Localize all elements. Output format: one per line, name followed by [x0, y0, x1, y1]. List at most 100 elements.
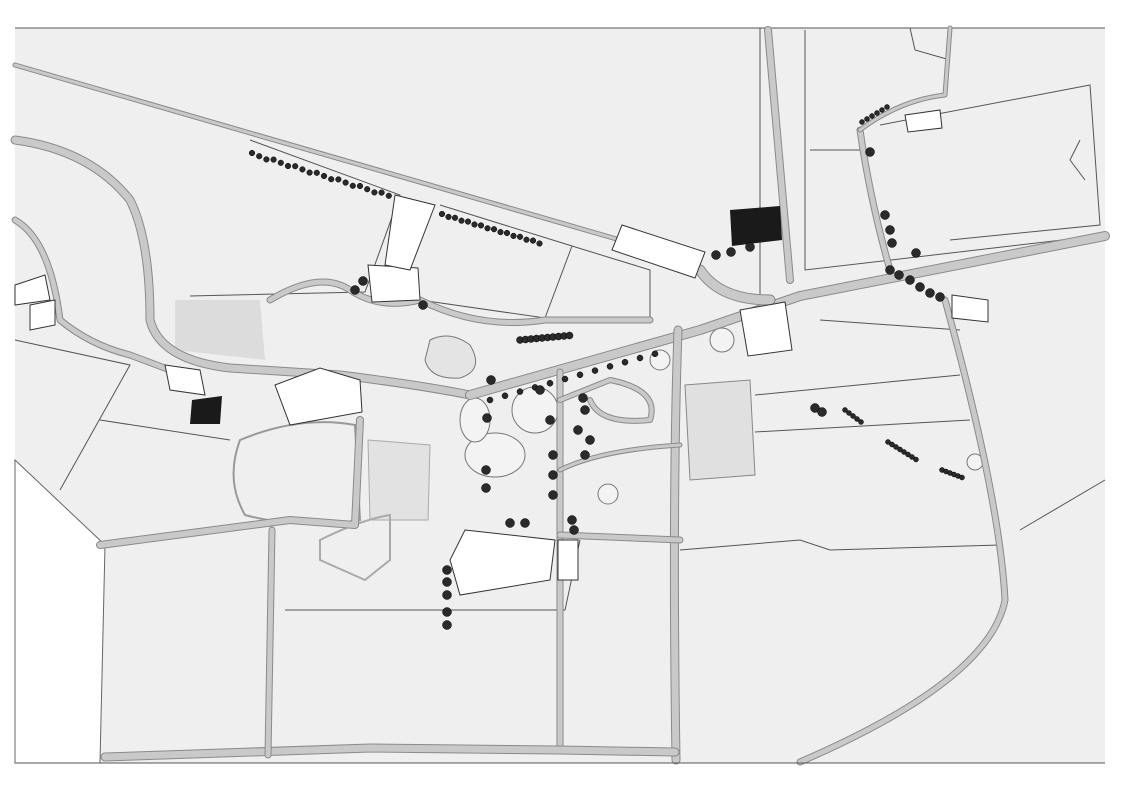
road: [11, 136, 474, 399]
tree: [520, 518, 530, 528]
solar-panels: [730, 206, 782, 246]
field-boundary: [804, 30, 1106, 271]
dark-shed: [190, 396, 222, 424]
tree: [885, 225, 895, 235]
tree: [464, 218, 472, 225]
roads: [10, 25, 1110, 766]
tree: [328, 176, 335, 183]
tree: [523, 236, 530, 243]
tree: [358, 276, 368, 286]
gazebo: [709, 327, 735, 353]
tree: [442, 607, 452, 617]
field-boundary: [819, 319, 961, 331]
tree: [869, 113, 875, 119]
tree: [503, 229, 511, 237]
field-boundaries: [14, 27, 1106, 611]
tree: [842, 407, 848, 413]
tree: [451, 214, 459, 221]
tree: [893, 444, 899, 450]
road: [670, 326, 682, 764]
gazebo: [597, 483, 619, 505]
road: [557, 532, 683, 543]
road: [265, 527, 275, 758]
tree: [854, 416, 860, 422]
tree: [477, 222, 485, 229]
tree: [889, 441, 895, 448]
tree: [505, 518, 515, 528]
tree: [418, 300, 428, 310]
tree: [510, 232, 517, 239]
tree: [905, 451, 911, 458]
tree: [378, 189, 385, 196]
tree: [606, 363, 614, 370]
house: [29, 299, 56, 331]
road: [12, 217, 173, 373]
tree: [335, 176, 342, 183]
house: [164, 364, 206, 396]
main-house: [367, 264, 421, 303]
tree: [561, 375, 569, 383]
tree: [501, 392, 509, 400]
tree: [935, 292, 945, 302]
tree: [364, 186, 371, 193]
tree: [884, 104, 890, 110]
tree: [651, 350, 659, 358]
tree: [859, 119, 865, 125]
tree: [481, 465, 491, 475]
tree: [636, 354, 644, 362]
ponds: [175, 300, 984, 582]
barn: [274, 367, 363, 426]
tree: [356, 182, 364, 190]
tree: [284, 162, 292, 170]
tree: [959, 474, 965, 481]
garden-bed: [557, 539, 579, 581]
tree: [438, 210, 446, 218]
tree: [576, 371, 584, 379]
tree: [497, 229, 504, 236]
tree: [320, 172, 328, 180]
barn: [739, 301, 793, 357]
field-boundary: [99, 419, 231, 441]
road: [558, 443, 682, 472]
tree: [248, 149, 256, 157]
tree: [885, 265, 895, 275]
road: [558, 378, 654, 423]
tree: [726, 247, 736, 257]
tree: [569, 525, 579, 535]
tree: [565, 331, 574, 340]
tree: [580, 405, 590, 415]
tree: [486, 396, 494, 404]
tree: [546, 379, 554, 387]
field-boundary: [754, 374, 961, 396]
tree: [885, 439, 891, 445]
tree: [858, 419, 864, 425]
tree: [817, 407, 827, 417]
tree: [350, 285, 360, 295]
road: [858, 26, 952, 132]
pond: [424, 335, 477, 379]
field-boundary: [754, 419, 971, 433]
tree: [909, 454, 915, 460]
field-boundary: [1069, 139, 1086, 181]
tree: [901, 449, 907, 455]
tree: [445, 213, 452, 220]
tree: [573, 425, 583, 435]
tree: [585, 435, 595, 445]
tree: [874, 110, 880, 116]
tree: [545, 415, 555, 425]
tree: [442, 577, 452, 587]
tree: [442, 565, 452, 575]
tree: [385, 192, 392, 199]
tree: [292, 163, 299, 170]
tree: [256, 153, 263, 160]
tree: [897, 446, 903, 453]
field-boundary: [14, 339, 131, 491]
tree: [486, 375, 496, 385]
tree: [371, 189, 378, 196]
tree: [925, 288, 935, 298]
tree: [905, 275, 915, 285]
tree: [342, 179, 349, 186]
road: [857, 127, 893, 273]
tree: [865, 147, 875, 157]
